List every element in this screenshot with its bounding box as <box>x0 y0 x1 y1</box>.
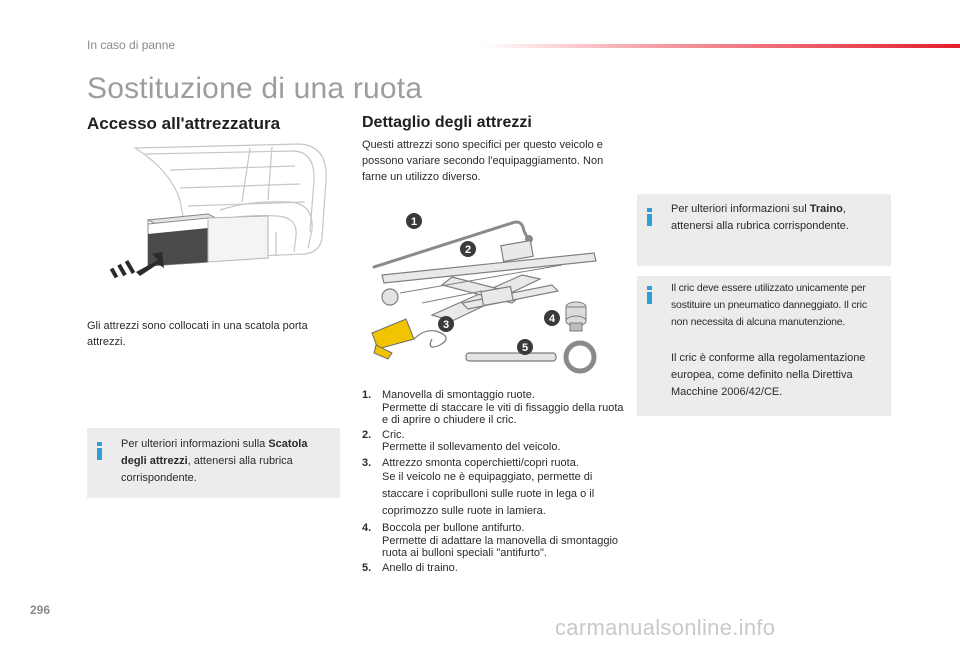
section-title-tools: Dettaglio degli attrezzi <box>362 114 532 131</box>
page-number: 296 <box>30 603 51 617</box>
info-icon <box>95 442 105 462</box>
tools-list: 1. Manovella di smontaggio ruote. Permet… <box>362 389 627 576</box>
watermark: carmanualsonline.info <box>555 615 776 640</box>
tool-item-desc: Permette di adattare la manovella di smo… <box>382 534 619 560</box>
callout-3: 3 <box>443 319 449 331</box>
header-accent-bar <box>480 44 960 48</box>
info-note-jack-text-2: Il cric è conforme alla regolamentazione… <box>671 352 866 398</box>
tool-item-3: 3. Attrezzo smonta coperchietti/copri ru… <box>362 457 627 521</box>
tool-item-title: Manovella di smontaggio ruote. <box>382 389 535 401</box>
info-note-toolbox-text: Per ulteriori informazioni sulla Scatola… <box>121 438 308 484</box>
info-icon <box>645 208 655 228</box>
tools-illustration: 1 2 3 4 5 <box>371 213 597 374</box>
tool-item-4: 4. Boccola per bullone antifurto. Permet… <box>362 522 627 560</box>
info-note-toolbox: Per ulteriori informazioni sulla Scatola… <box>87 428 340 498</box>
toolbox-location-text: Gli attrezzi sono collocati in una scato… <box>87 320 308 348</box>
info-note-towing-text: Per ulteriori informazioni sul Traino, a… <box>671 203 849 232</box>
tool-item-2: 2. Cric. Permette il sollevamento del ve… <box>362 429 627 454</box>
tool-item-desc: Permette di staccare le viti di fissaggi… <box>382 401 624 427</box>
info-note-jack-text-1: Il cric deve essere utilizzato unicament… <box>671 282 867 328</box>
tool-item-desc: Se il veicolo ne è equipaggiato, permett… <box>382 471 595 517</box>
section-title-access: Accesso all'attrezzatura <box>87 114 281 133</box>
info-note-towing: Per ulteriori informazioni sul Traino, a… <box>637 194 891 266</box>
running-head: In caso di panne <box>87 38 176 52</box>
callout-4: 4 <box>549 313 556 325</box>
tool-item-5: 5. Anello di traino. <box>362 562 627 575</box>
callout-1: 1 <box>411 216 417 228</box>
tool-item-title: Attrezzo smonta coperchietti/copri ruota… <box>382 456 579 469</box>
info-icon <box>645 286 655 306</box>
tool-item-1: 1. Manovella di smontaggio ruote. Permet… <box>362 389 627 427</box>
callout-2: 2 <box>465 244 471 256</box>
info-note-jack: Il cric deve essere utilizzato unicament… <box>637 276 891 416</box>
tool-item-desc: Permette il sollevamento del veicolo. <box>382 441 561 453</box>
tool-item-title: Cric. <box>382 428 405 441</box>
callout-5: 5 <box>522 342 528 354</box>
page-title: Sostituzione di una ruota <box>87 72 423 105</box>
tools-intro-text: Questi attrezzi sono specifici per quest… <box>362 139 604 183</box>
seat-toolbox-illustration <box>109 143 327 279</box>
tool-item-title: Anello di traino. <box>382 561 458 574</box>
tool-item-title: Boccola per bullone antifurto. <box>382 522 525 534</box>
